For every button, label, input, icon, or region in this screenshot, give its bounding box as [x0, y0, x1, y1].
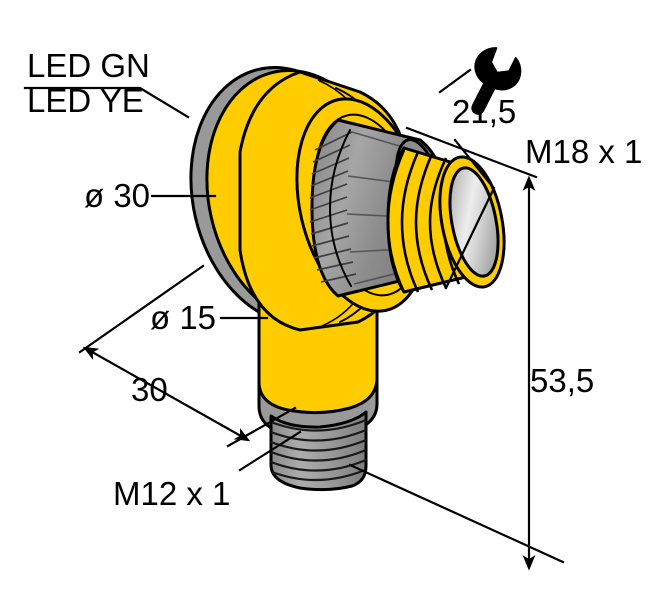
- led-gn-label: LED GN: [27, 47, 150, 84]
- m12-threaded-connector: [269, 410, 368, 492]
- thread-m18-label: M18 x 1: [525, 133, 642, 170]
- sensing-face: [448, 166, 500, 278]
- dimension-30-line: [82, 346, 251, 442]
- thread-m18-leader-line: [453, 138, 494, 188]
- thread-m18-leader-line-2: [444, 186, 496, 290]
- thread-m12-label: M12 x 1: [113, 475, 230, 512]
- wrench-icon: [471, 47, 522, 115]
- dimension-30-extension-lower: [226, 406, 297, 448]
- wrench-size-leader-line: [405, 126, 538, 179]
- dimension-53-5-extension-lower: [348, 463, 565, 564]
- led-leader-line: [23, 86, 190, 119]
- dimension-30-label: 30: [131, 371, 168, 408]
- thread-m12-leader-line: [238, 430, 302, 472]
- diameter-15-label: ø 15: [150, 299, 216, 336]
- wrench-leader-line: [438, 68, 472, 94]
- dimension-53-5-label: 53,5: [530, 362, 594, 399]
- dimension-30-extension-upper: [78, 264, 205, 354]
- text-labels: LED GN LED YE ø 30 ø 15 30 21,5 M18 x 1 …: [27, 47, 642, 512]
- knurl-ridges: [309, 131, 357, 283]
- sensor-body-illustration: [189, 66, 506, 492]
- dimension-annotations: [23, 68, 565, 571]
- diameter-30-label: ø 30: [84, 177, 150, 214]
- led-ye-label: LED YE: [27, 82, 144, 119]
